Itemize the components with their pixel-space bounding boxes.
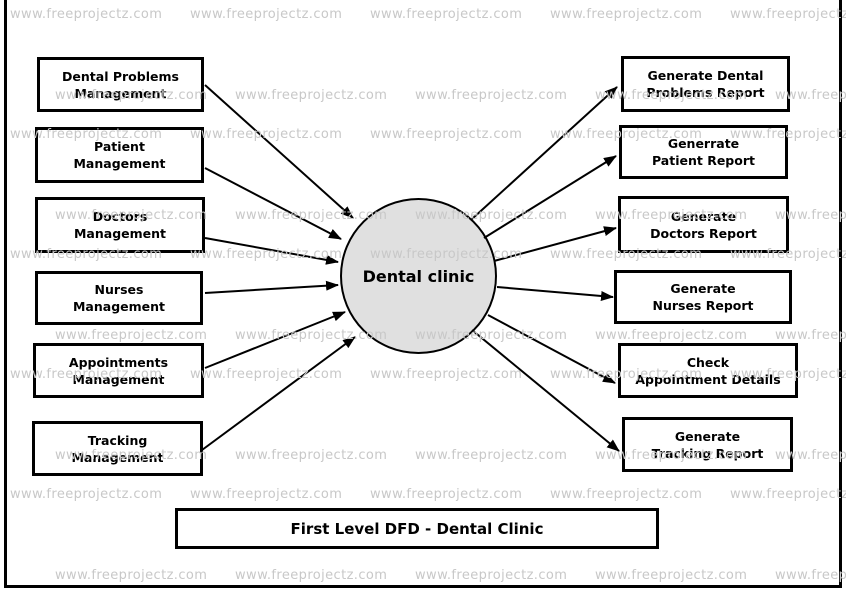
arrow-doctors-to-process xyxy=(204,237,339,265)
entity-label: Nurses Management xyxy=(72,282,165,314)
entity-generate-nurses-report: Generate Nurses Report xyxy=(614,270,792,324)
entity-label: Generate Doctors Report xyxy=(650,208,757,241)
entity-label: Check Appointment Details xyxy=(635,354,781,387)
arrow-nurses-to-process xyxy=(204,280,339,294)
entity-appointments-management: Appointments Management xyxy=(33,343,204,398)
arrow-process-to-patient-report xyxy=(483,155,617,239)
entity-label: Generrate Patient Report xyxy=(651,136,755,168)
arrow-process-to-dental-problems-report xyxy=(471,86,618,220)
arrow-tracking-to-process xyxy=(201,336,356,451)
entity-generate-doctors-report: Generate Doctors Report xyxy=(618,196,789,253)
diagram-title: First Level DFD - Dental Clinic xyxy=(290,519,544,538)
entity-label: Appointments Management xyxy=(68,354,169,387)
entity-generate-tracking-report: Generate Tracking Report xyxy=(622,417,793,472)
entity-label: Doctors Management xyxy=(73,209,166,241)
entity-generate-dental-problems-report: Generate Dental Problems Report xyxy=(621,56,790,112)
diagram-title-box: First Level DFD - Dental Clinic xyxy=(175,508,659,549)
arrow-patient-to-process xyxy=(204,167,342,240)
arrow-process-to-nurses-report xyxy=(496,286,614,301)
entity-patient-management: Patient Management xyxy=(35,127,204,183)
entity-generate-patient-report: Generrate Patient Report xyxy=(619,125,788,179)
entity-label: Patient Management xyxy=(73,139,166,171)
process-circle-dental-clinic: Dental clinic xyxy=(340,198,497,354)
entity-label: Generate Dental Problems Report xyxy=(646,68,765,100)
arrow-process-to-tracking-report xyxy=(471,329,620,452)
frame-right-edge xyxy=(839,0,842,588)
arrow-process-to-appointment-details xyxy=(487,314,616,384)
entity-label: Dental Problems Management xyxy=(62,68,179,101)
entity-label: Tracking Management xyxy=(71,432,164,465)
arrow-appointments-to-process xyxy=(204,311,346,369)
arrow-dental-problems-to-process xyxy=(204,84,354,219)
entity-dental-problems-management: Dental Problems Management xyxy=(37,57,204,112)
arrow-process-to-doctors-report xyxy=(493,226,617,262)
process-label: Dental clinic xyxy=(362,266,475,286)
entity-doctors-management: Doctors Management xyxy=(35,197,205,253)
entity-check-appointment-details: Check Appointment Details xyxy=(618,343,798,398)
frame-left-edge xyxy=(4,0,7,588)
entity-label: Generate Tracking Report xyxy=(651,428,764,461)
entity-nurses-management: Nurses Management xyxy=(35,271,203,325)
entity-label: Generate Nurses Report xyxy=(652,281,754,313)
frame-bottom-edge xyxy=(4,585,842,588)
entity-tracking-management: Tracking Management xyxy=(32,421,203,476)
